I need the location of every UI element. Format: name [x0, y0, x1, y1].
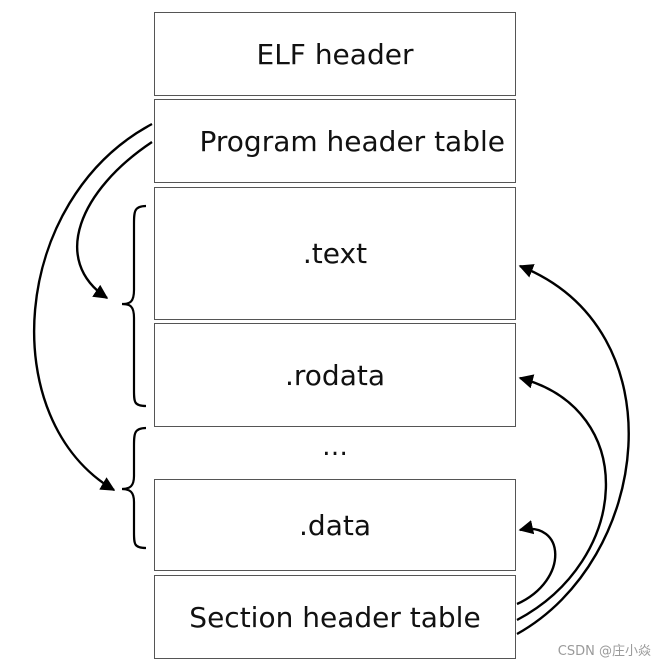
brace-text-rodata — [121, 204, 147, 408]
text-section-box: .text — [154, 187, 516, 320]
data-section-label: .data — [299, 508, 371, 542]
program-header-table-label: Program header table — [199, 124, 506, 158]
rodata-section-label: .rodata — [285, 358, 385, 392]
rodata-section-box: .rodata — [154, 323, 516, 427]
elf-header-box: ELF header — [154, 12, 516, 96]
brace-data — [121, 426, 147, 550]
ellipsis-label: … — [322, 432, 348, 462]
arrow-section-header-to-text — [516, 264, 630, 636]
arrow-section-header-to-data — [516, 520, 557, 606]
csdn-watermark: CSDN @庄小焱 — [557, 644, 651, 659]
section-header-table-box: Section header table — [154, 575, 516, 659]
data-section-box: .data — [154, 479, 516, 571]
section-header-table-label: Section header table — [189, 600, 481, 634]
arrow-program-header-to-data — [32, 122, 153, 492]
program-header-table-box: Program header table — [154, 99, 516, 183]
elf-header-label: ELF header — [256, 37, 414, 71]
arrow-program-header-to-text-rodata — [76, 141, 153, 299]
text-section-label: .text — [302, 237, 368, 270]
arrow-section-header-to-rodata — [516, 374, 608, 622]
